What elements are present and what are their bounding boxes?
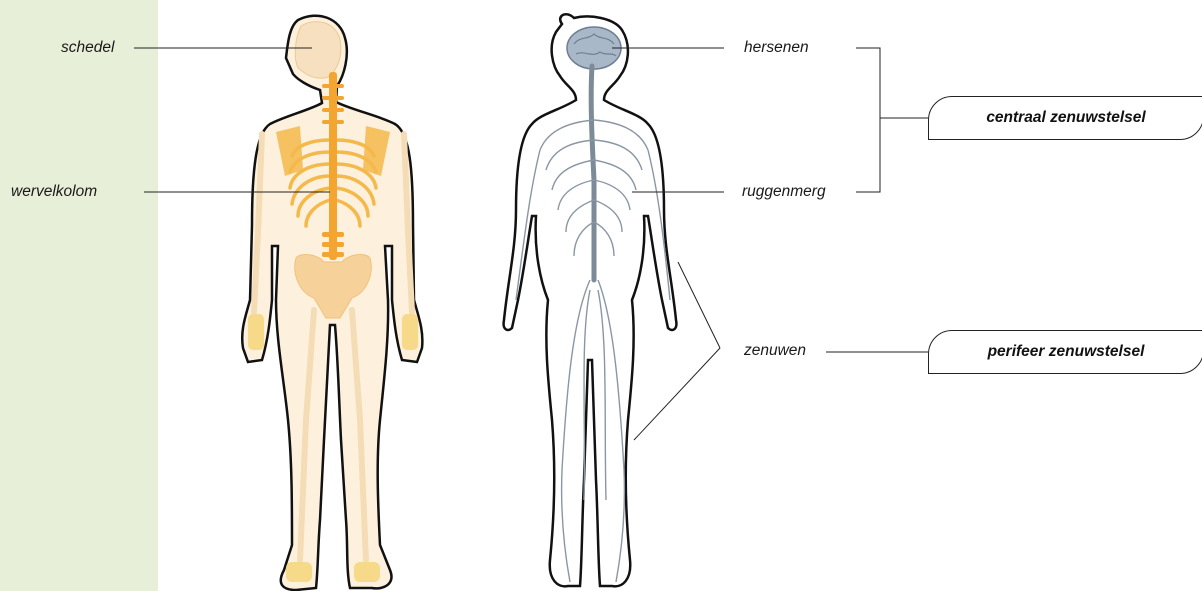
spinal-cord: [591, 66, 594, 280]
skull: [295, 22, 341, 79]
label-spinal-cord: ruggenmerg: [742, 183, 826, 201]
category-central-nervous-system: centraal zenuwstelsel: [928, 96, 1202, 140]
label-nerves: zenuwen: [744, 342, 806, 360]
category-peripheral-nervous-system: perifeer zenuwstelsel: [928, 330, 1202, 374]
label-skull: schedel: [61, 39, 114, 57]
hands-feet: [248, 314, 418, 582]
label-brain: hersenen: [744, 39, 809, 57]
nervous-system-figure: [504, 14, 677, 586]
skeleton-figure: [242, 16, 422, 590]
label-spine: wervelkolom: [11, 183, 97, 201]
